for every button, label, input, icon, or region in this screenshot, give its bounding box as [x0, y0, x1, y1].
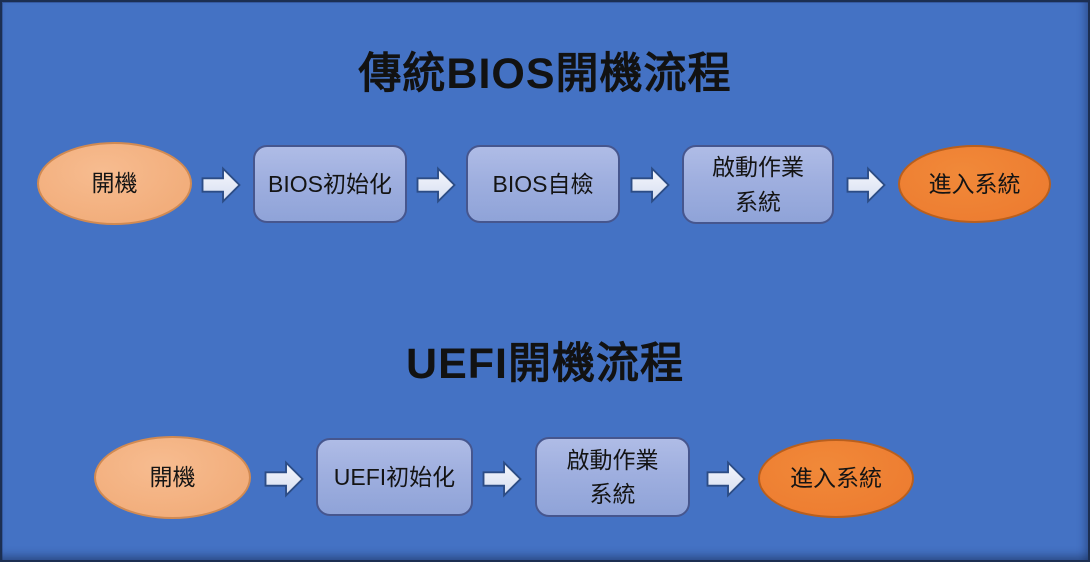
right-arrow-icon [706, 461, 746, 497]
step-label: 啟動作業 系統 [712, 154, 804, 215]
right-arrow-icon [416, 167, 456, 203]
right-arrow-icon [264, 461, 304, 497]
uefi-step-init: UEFI初始化 [316, 438, 473, 516]
right-arrow-icon [482, 461, 522, 497]
bios-step-post: BIOS自檢 [466, 145, 620, 223]
bios-step-boot-os: 啟動作業 系統 [682, 145, 834, 224]
step-label: BIOS初始化 [268, 170, 392, 197]
right-arrow-icon [846, 167, 886, 203]
uefi-flowchart-title: UEFI開機流程 [406, 340, 684, 388]
uefi-step-power-on: 開機 [94, 436, 251, 519]
step-label: 開機 [91, 170, 138, 197]
right-arrow-icon [201, 167, 241, 203]
right-arrow-icon [630, 167, 670, 203]
step-label: 進入系統 [928, 170, 1021, 197]
step-label: 啟動作業 系統 [566, 446, 659, 508]
uefi-step-enter-system: 進入系統 [758, 439, 914, 518]
step-label: 開機 [149, 464, 196, 491]
step-label: 進入系統 [790, 465, 882, 492]
bios-step-power-on: 開機 [37, 142, 192, 225]
bios-step-enter-system: 進入系統 [898, 145, 1051, 223]
uefi-step-boot-os: 啟動作業 系統 [535, 437, 690, 517]
step-label: UEFI初始化 [333, 463, 456, 490]
step-label: BIOS自檢 [492, 170, 594, 197]
bios-flowchart-title: 傳統BIOS開機流程 [358, 50, 732, 98]
bios-step-init: BIOS初始化 [253, 145, 407, 223]
